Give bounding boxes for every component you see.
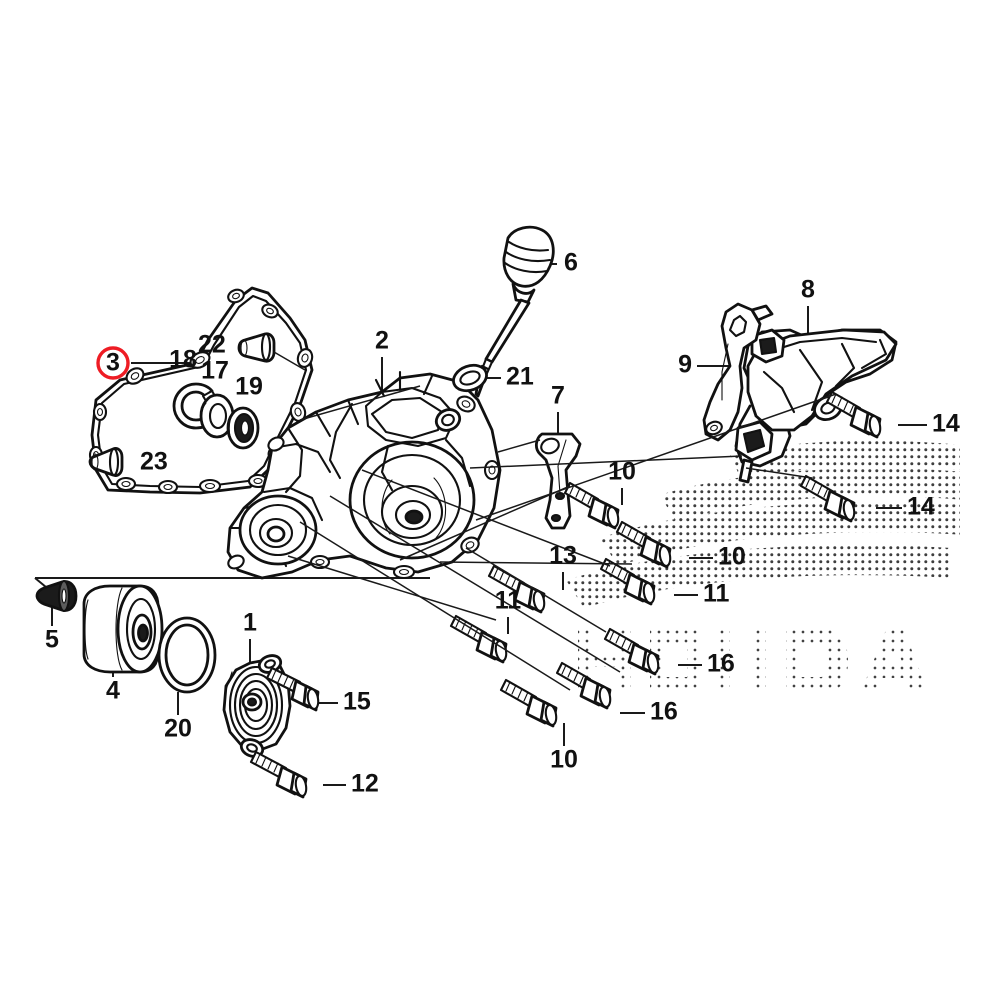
part-label-19: 19 bbox=[235, 373, 263, 401]
bolt-15 bbox=[265, 666, 320, 712]
bolt-14a bbox=[825, 390, 882, 439]
bolt-12 bbox=[249, 750, 308, 799]
part-label-4: 4 bbox=[106, 677, 120, 705]
part-label-1: 1 bbox=[243, 609, 257, 637]
bolt-11b bbox=[449, 614, 508, 664]
part-label-18: 18 bbox=[169, 346, 197, 374]
part-o-ring-20 bbox=[157, 616, 217, 694]
part-left-crankcase-cover bbox=[226, 370, 502, 580]
part-label-7: 7 bbox=[551, 382, 565, 410]
part-label-23: 23 bbox=[140, 448, 168, 476]
part-dowel-pin-23 bbox=[88, 447, 124, 477]
part-label-5: 5 bbox=[45, 626, 59, 654]
part-label-14b: 14 bbox=[907, 493, 935, 521]
bolt-16b bbox=[555, 661, 612, 710]
part-label-8: 8 bbox=[801, 276, 815, 304]
part-label-20: 20 bbox=[164, 715, 192, 743]
part-label-21: 21 bbox=[506, 363, 534, 391]
part-o-ring-21 bbox=[452, 363, 488, 393]
part-label-11a: 11 bbox=[703, 580, 730, 608]
part-dowel-pin-22 bbox=[237, 332, 306, 371]
part-label-15: 15 bbox=[343, 688, 371, 716]
part-oil-filter-cover-1 bbox=[222, 654, 292, 758]
part-label-2: 2 bbox=[375, 327, 389, 355]
part-step-holder-bracket-8 bbox=[734, 328, 898, 484]
bolt-16a bbox=[603, 627, 660, 676]
part-label-16b: 16 bbox=[650, 698, 678, 726]
bolt-10b bbox=[615, 520, 672, 569]
bolt-10c bbox=[499, 678, 558, 728]
part-label-14a: 14 bbox=[932, 410, 960, 438]
part-label-12: 12 bbox=[351, 770, 379, 798]
assembly-axis-lines bbox=[287, 385, 837, 691]
part-relief-spring-5 bbox=[35, 579, 78, 613]
part-cable-stay-7 bbox=[535, 432, 582, 530]
bolt-14b bbox=[799, 474, 856, 523]
part-label-22: 22 bbox=[198, 331, 226, 359]
honda-watermark bbox=[566, 440, 960, 690]
part-label-10a: 10 bbox=[608, 458, 636, 486]
part-oil-seal-19 bbox=[226, 406, 260, 450]
bolt-13 bbox=[487, 564, 546, 614]
part-oil-filter-cartridge-4 bbox=[82, 584, 164, 674]
part-label-3: 3 bbox=[106, 349, 120, 377]
part-label-16a: 16 bbox=[707, 650, 735, 678]
highlighted-part-3-marker[interactable]: 3 bbox=[96, 346, 130, 380]
part-bracket-arm-9 bbox=[702, 302, 774, 442]
part-label-9: 9 bbox=[678, 351, 692, 379]
part-label-13: 13 bbox=[549, 542, 577, 570]
cover-oil-filter-boss bbox=[238, 494, 318, 566]
part-label-10c: 10 bbox=[550, 746, 578, 774]
cover-flywheel-boss bbox=[348, 440, 476, 560]
part-label-6: 6 bbox=[564, 249, 578, 277]
part-number-labels: 22 18 17 19 23 2 6 21 7 8 9 14 14 10 10 … bbox=[45, 249, 960, 798]
part-label-17: 17 bbox=[201, 357, 229, 385]
bolt-10a bbox=[563, 481, 620, 530]
part-label-10b: 10 bbox=[718, 543, 746, 571]
part-label-11b: 11 bbox=[495, 587, 522, 615]
